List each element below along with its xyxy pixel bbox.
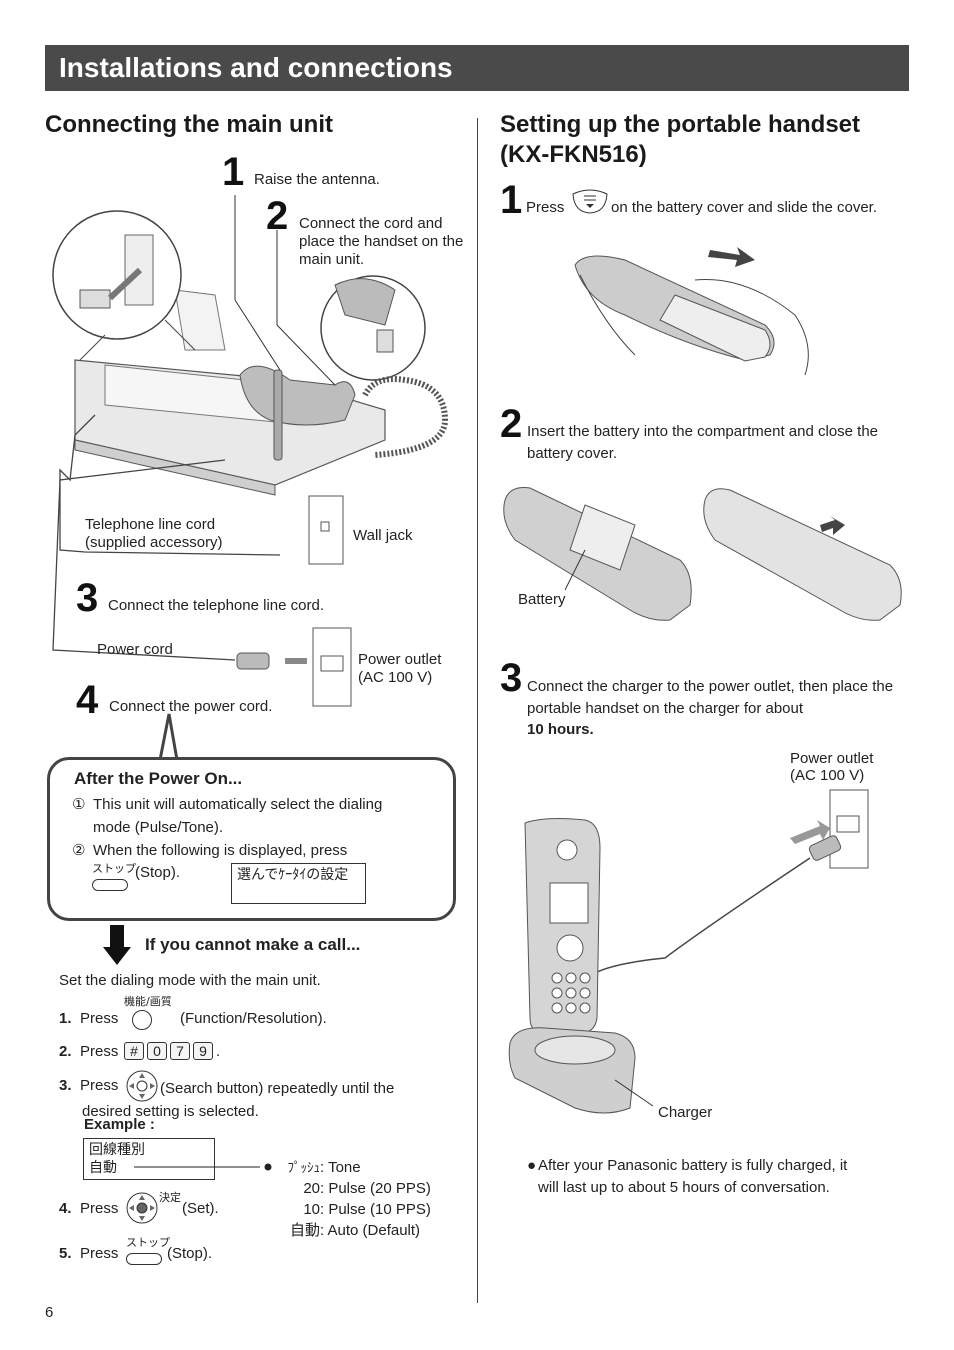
set-key-label: 決定 [159, 1191, 181, 1204]
right-step-1-number: 1 [500, 178, 523, 222]
option-auto-code: 自動 [289, 1222, 320, 1239]
left-step-2-number: 2 [266, 194, 289, 238]
stop-button-icon [92, 878, 128, 891]
cannot-call-intro: Set the dialing mode with the main unit. [59, 972, 321, 989]
stop-key-step5: ストップ [126, 1234, 170, 1268]
option-auto-desc: : Auto (Default) [320, 1222, 421, 1239]
option-tone: ﾌﾟｯｼｭ: Tone [272, 1157, 447, 1178]
section-title: Installations and connections [59, 52, 453, 83]
cc-step-5-text: (Stop). [167, 1245, 213, 1262]
key-9: 9 [193, 1042, 213, 1060]
right-step-2-text: Insert the battery into the compartment … [527, 423, 879, 462]
cc-step-4-press: Press [80, 1200, 119, 1217]
option-pulse-20: 20: Pulse (20 PPS) [272, 1178, 447, 1199]
power-outlet-label: Power outlet (AC 100 V) [358, 651, 442, 686]
down-arrow-icon [103, 925, 131, 965]
mode-options: ﾌﾟｯｼｭ: Tone 20: Pulse (20 PPS) 10: Pulse… [272, 1157, 447, 1241]
option-pulse-10-desc: : Pulse (10 PPS) [320, 1201, 431, 1218]
right-title-line-2: (KX-FKN516) [500, 141, 647, 168]
after-power-title: After the Power On... [74, 769, 243, 788]
cannot-call-title: If you cannot make a call... [145, 935, 361, 954]
cc-step-3-text: (Search button) repeatedly until the des… [82, 1080, 395, 1120]
left-step-2-text: Connect the cord and place the handset o… [299, 215, 464, 268]
main-unit-illustration [52, 195, 449, 707]
power-cord-label: Power cord [97, 641, 173, 658]
option-auto: 自動: Auto (Default) [272, 1220, 447, 1241]
option-tone-code: ﾌﾟｯｼｭ [287, 1160, 321, 1175]
left-step-1-text: Raise the antenna. [254, 171, 380, 188]
wall-jack-label: Wall jack [353, 527, 413, 544]
charger-illustration [508, 789, 869, 1114]
right-title-line-1: Setting up the portable handset [500, 111, 861, 138]
cc-step-1-press: Press [80, 1010, 119, 1027]
right-step-2-number: 2 [500, 402, 523, 446]
example-display-line-1: 回線種別 [89, 1142, 145, 1158]
right-step-3-text: Connect the charger to the power outlet,… [527, 678, 894, 717]
option-pulse-20-code: 20 [303, 1180, 320, 1197]
set-button-icon [126, 1192, 158, 1224]
cc-step-4-number: 4. [59, 1200, 72, 1217]
battery-life-note: After your Panasonic battery is fully ch… [538, 1157, 848, 1196]
charger-power-outlet-line-1: Power outlet [790, 750, 874, 767]
left-step-1-number: 1 [222, 150, 245, 194]
telephone-line-cord-label: Telephone line cord (supplied accessory) [85, 516, 223, 551]
function-button-icon [132, 1010, 152, 1030]
cc-step-2-number: 2. [59, 1043, 72, 1060]
key-0: 0 [147, 1042, 167, 1060]
page-number: 6 [45, 1304, 54, 1321]
section-header: Installations and connections [45, 45, 909, 91]
left-title: Connecting the main unit [45, 111, 333, 138]
battery-cover-release-icon [572, 189, 608, 214]
stop-key-step5-label: ストップ [126, 1236, 170, 1249]
cc-step-5-number: 5. [59, 1245, 72, 1262]
example-display-line-2: 自動 [89, 1160, 117, 1176]
stop-key-after-power: ストップ [92, 860, 136, 894]
cc-step-1-text: (Function/Resolution). [180, 1010, 327, 1027]
charger-label: Charger [658, 1104, 713, 1121]
left-step-3-text: Connect the telephone line cord. [108, 597, 324, 614]
after-power-marker-1: ① [72, 796, 86, 813]
cc-step-3-press: Press [80, 1077, 119, 1094]
cc-step-4-text: (Set). [182, 1200, 219, 1217]
left-step-3-number: 3 [76, 576, 99, 620]
option-pulse-10: 10: Pulse (10 PPS) [272, 1199, 447, 1220]
key-7: 7 [170, 1042, 190, 1060]
cc-step-1-number: 1. [59, 1010, 72, 1027]
stop-key-label: ストップ [92, 862, 136, 875]
search-button-icon [126, 1070, 158, 1102]
bubble-pointer [158, 713, 179, 761]
option-pulse-20-desc: : Pulse (20 PPS) [320, 1180, 431, 1197]
key-hash: # [124, 1042, 144, 1060]
stop-text: (Stop). [135, 864, 181, 881]
cc-step-2-text: . [216, 1043, 221, 1060]
option-pulse-10-code: 10 [303, 1201, 320, 1218]
left-step-4-text: Connect the power cord. [109, 698, 273, 715]
right-step-3-number: 3 [500, 656, 523, 700]
column-divider [477, 118, 478, 1303]
right-step-1-text: on the battery cover and slide the cover… [611, 199, 877, 216]
after-power-item-1: This unit will automatically select the … [93, 796, 383, 836]
left-step-4-number: 4 [76, 678, 99, 722]
stop-button-step5-icon [126, 1252, 162, 1265]
handset-slide-cover-illustration [574, 247, 809, 376]
charger-power-outlet-line-2: (AC 100 V) [790, 767, 865, 784]
cc-step-5-press: Press [80, 1245, 119, 1262]
example-label: Example : [84, 1116, 155, 1133]
option-tone-desc: : Tone [320, 1159, 361, 1176]
function-key-label: 機能/画質 [124, 995, 172, 1008]
cc-step-3-number: 3. [59, 1077, 72, 1094]
note-bullet-icon: ● [527, 1157, 537, 1174]
right-step-3-bold: 10 hours. [527, 721, 594, 738]
right-step-1-press: Press [526, 199, 565, 216]
battery-label: Battery [518, 591, 566, 608]
display-example: 選んでｹｰﾀｲの設定 [231, 863, 366, 904]
example-display: 回線種別 自動 [83, 1138, 215, 1180]
battery-insert-illustration [503, 487, 902, 621]
after-power-item-2: When the following is displayed, press [93, 842, 348, 859]
after-power-marker-2: ② [72, 842, 86, 859]
example-pointer-line [134, 1163, 272, 1171]
cc-step-2-press: Press [80, 1043, 119, 1060]
